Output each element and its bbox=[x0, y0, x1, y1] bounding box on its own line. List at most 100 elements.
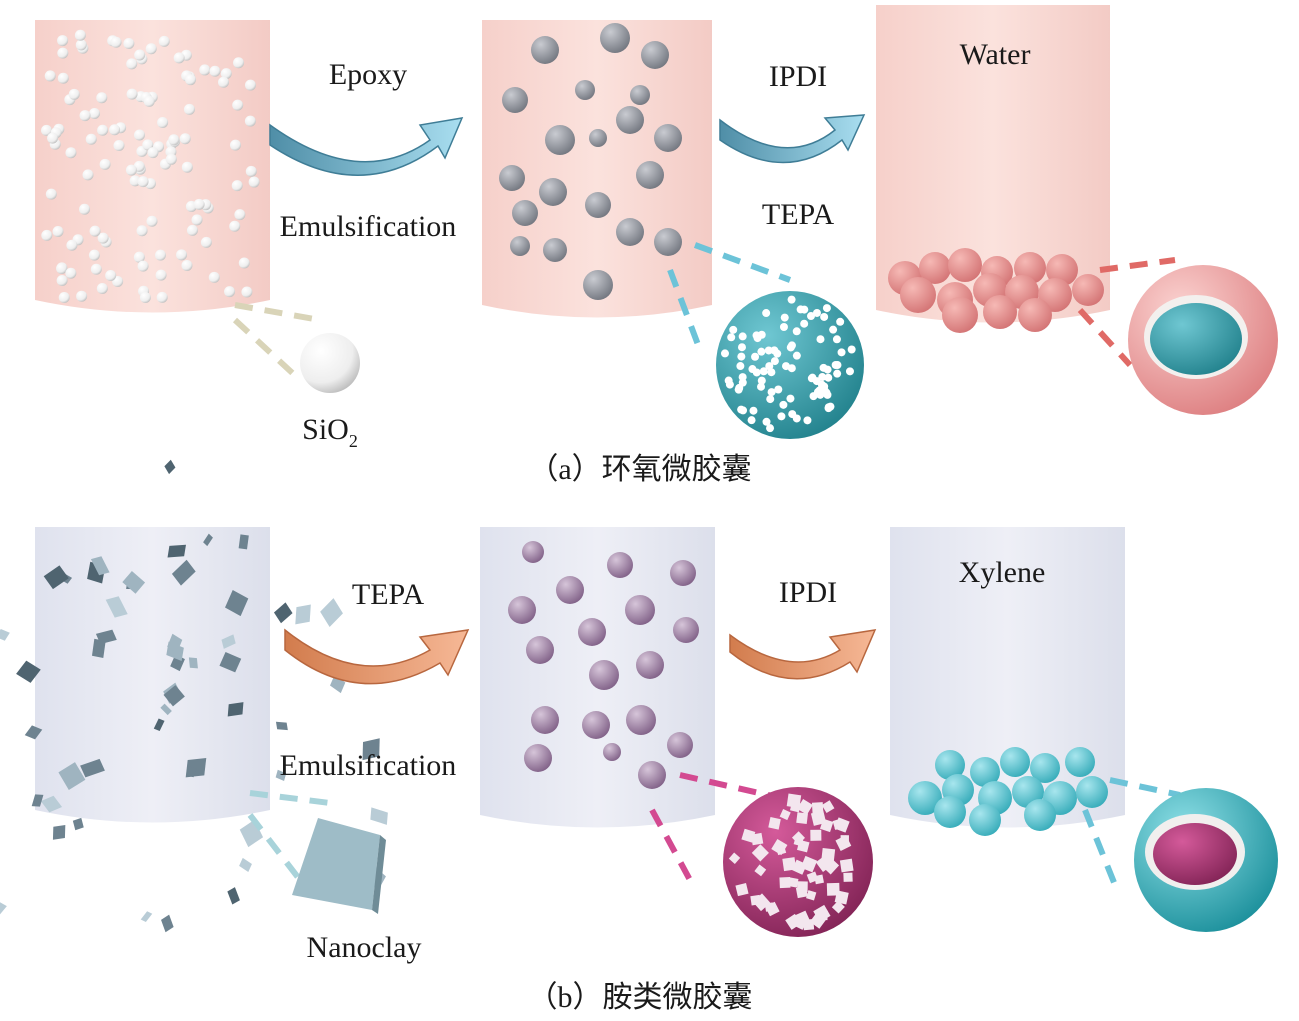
nanoclay-plate bbox=[806, 890, 817, 901]
clay-flake bbox=[90, 556, 110, 576]
silica-dot bbox=[183, 103, 195, 115]
clay-flake bbox=[187, 766, 197, 778]
silica-dot bbox=[65, 147, 77, 159]
silica-dot bbox=[56, 274, 68, 286]
clay-flake bbox=[72, 817, 84, 831]
gray-droplet bbox=[600, 23, 630, 53]
clay-flake bbox=[43, 565, 69, 590]
surface-silica-dot bbox=[818, 373, 827, 382]
pink-microcapsule bbox=[1018, 298, 1052, 332]
nanoclay-plate bbox=[735, 883, 749, 897]
clay-flake bbox=[167, 544, 186, 558]
emulsion-droplets bbox=[499, 23, 682, 300]
silica-dot bbox=[238, 257, 250, 269]
gray-droplet bbox=[531, 36, 559, 64]
clay-flake bbox=[31, 794, 44, 807]
silica-particles bbox=[41, 29, 260, 303]
silica-dot bbox=[231, 180, 243, 192]
callout-capsule-b bbox=[1082, 777, 1181, 887]
nanoclay-plate bbox=[806, 871, 819, 884]
silica-dot bbox=[217, 76, 229, 88]
nanoclay-plate bbox=[750, 832, 764, 846]
silica-dot bbox=[89, 225, 101, 237]
clay-flake bbox=[161, 914, 174, 933]
silica-dot bbox=[52, 226, 64, 238]
silica-dot bbox=[74, 29, 86, 41]
clay-flake bbox=[171, 559, 196, 586]
gray-droplet bbox=[502, 87, 528, 113]
silica-dot bbox=[193, 198, 205, 210]
silica-dot bbox=[125, 164, 137, 176]
cyan-microcapsule bbox=[1076, 776, 1108, 808]
clay-flake bbox=[225, 589, 249, 617]
silica-dot bbox=[129, 175, 141, 187]
panel-b bbox=[0, 459, 1278, 937]
pickering-surface-particles bbox=[720, 295, 856, 433]
pink-microcapsule bbox=[900, 277, 936, 313]
pink-microcapsule bbox=[948, 248, 982, 282]
surface-silica-dot bbox=[807, 312, 816, 321]
surface-silica-dot bbox=[824, 373, 833, 382]
silica-dot bbox=[229, 139, 241, 151]
gray-droplet bbox=[654, 124, 682, 152]
silica-dot bbox=[220, 68, 232, 80]
silica-dot bbox=[185, 74, 197, 86]
silica-dot bbox=[82, 169, 94, 181]
silica-dot bbox=[142, 139, 154, 151]
surface-silica-dot bbox=[774, 385, 783, 394]
surface-silica-dot bbox=[812, 308, 821, 317]
arrow-b2 bbox=[729, 629, 877, 680]
silica-dot bbox=[65, 267, 77, 279]
clay-flake bbox=[140, 911, 153, 923]
cyan-microcapsule bbox=[1065, 747, 1095, 777]
amine-droplet bbox=[526, 636, 554, 664]
surface-silica-dot bbox=[779, 400, 788, 409]
callout-capsule-a bbox=[1077, 257, 1176, 368]
pink-microcapsule bbox=[1046, 254, 1078, 286]
surface-silica-dot bbox=[824, 403, 833, 412]
amine-droplet bbox=[603, 743, 621, 761]
surface-silica-dot bbox=[737, 343, 746, 352]
pink-microcapsule bbox=[942, 297, 978, 333]
gray-droplet bbox=[616, 218, 644, 246]
gray-droplet bbox=[585, 192, 611, 218]
cyan-microcapsule bbox=[1030, 753, 1060, 783]
clay-flake bbox=[122, 570, 146, 594]
label-emulsification-b: Emulsification bbox=[279, 749, 457, 782]
surface-silica-dot bbox=[765, 362, 774, 371]
arrow-b1 bbox=[284, 628, 470, 685]
surface-silica-dot bbox=[787, 364, 796, 373]
amine-droplet bbox=[582, 711, 610, 739]
amine-droplet bbox=[667, 732, 693, 758]
nanoclay-plate bbox=[835, 835, 852, 852]
silica-particle-icon bbox=[300, 333, 360, 393]
surface-silica-dot bbox=[757, 347, 766, 356]
amine-droplet bbox=[531, 706, 559, 734]
label-tepa-a: TEPA bbox=[761, 198, 835, 231]
surface-silica-dot bbox=[833, 369, 842, 378]
callout-silica bbox=[232, 302, 321, 383]
cyan-microcapsule bbox=[1000, 747, 1030, 777]
nanoclay-plate bbox=[789, 801, 801, 813]
nanoclay-plate bbox=[796, 839, 810, 853]
surface-silica-dot bbox=[749, 406, 758, 415]
nanoclay-plate bbox=[832, 818, 845, 831]
silica-dot bbox=[109, 124, 121, 136]
clay-flake bbox=[227, 702, 244, 717]
surface-silica-dot bbox=[770, 357, 779, 366]
surface-silica-dot bbox=[734, 385, 743, 394]
silica-dot bbox=[57, 72, 69, 84]
silica-dot bbox=[241, 286, 253, 298]
nanoclay-plate bbox=[796, 812, 808, 824]
nanoclay-plate bbox=[797, 881, 808, 893]
nanoclay-plate bbox=[754, 864, 767, 877]
surface-silica-dot bbox=[786, 394, 795, 403]
pink-microcapsule bbox=[983, 295, 1017, 329]
surface-silica-dot bbox=[720, 349, 729, 358]
droplet-nanoclay-plates bbox=[728, 793, 854, 931]
surface-silica-dot bbox=[809, 392, 818, 401]
silica-dot bbox=[200, 236, 212, 248]
surface-silica-dot bbox=[845, 367, 854, 376]
surface-silica-dot bbox=[757, 382, 766, 391]
gray-droplet bbox=[589, 129, 607, 147]
